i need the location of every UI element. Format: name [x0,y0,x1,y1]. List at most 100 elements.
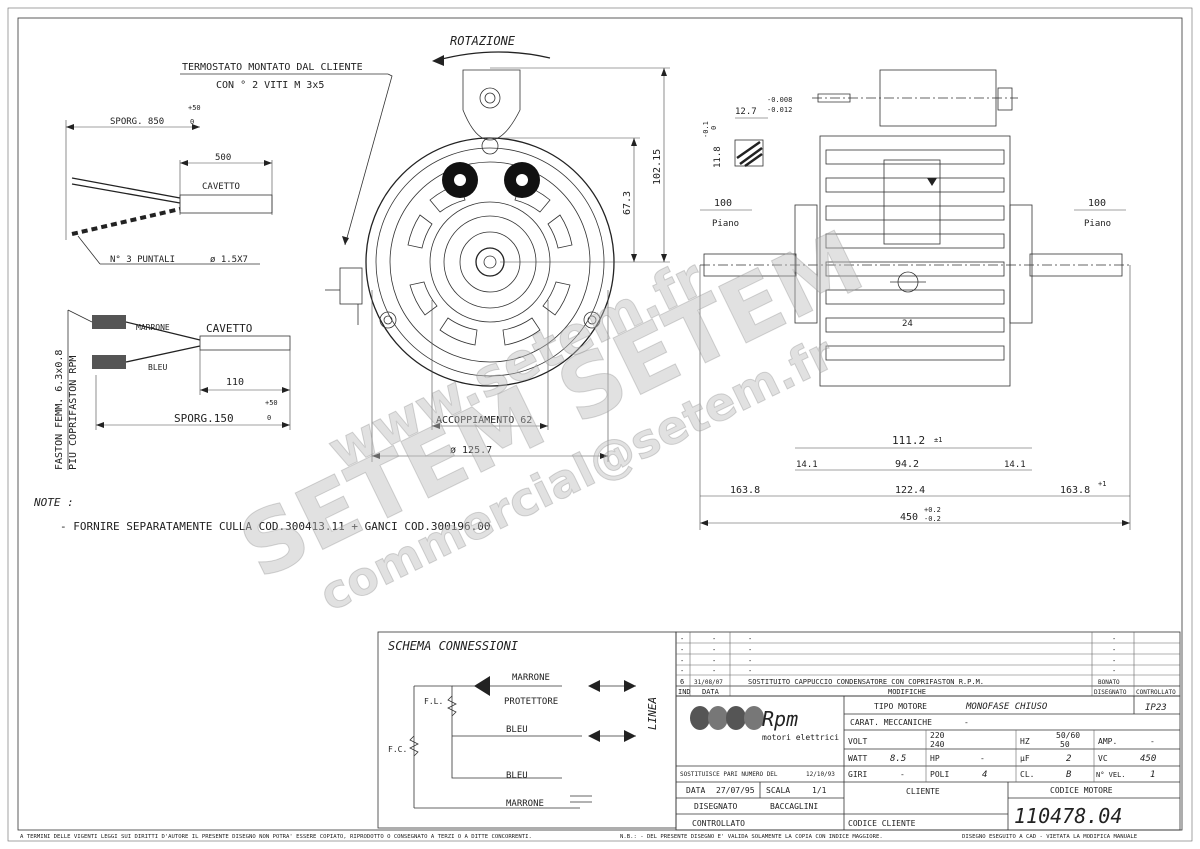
cavetto-label-2: CAVETTO [206,322,252,335]
uf-label: µF [1020,754,1030,763]
rev-dash: - [1112,657,1116,665]
tol-450-a: +0.2 [924,506,941,514]
rev-dash: - [1112,635,1116,643]
tol-zero: 0 [190,118,194,126]
tol-pm1: ±1 [934,436,942,444]
tipo-motore-label: TIPO MOTORE [874,702,927,711]
accoppiamento-dim: ACCOPPIAMENTO 62 [436,415,532,426]
piano-left-label: Piano [712,219,739,229]
ip-rating: IP23 [1145,703,1167,713]
dim-122-4: 122.4 [895,485,925,496]
schema-fc: F.C. [388,745,407,754]
outer-border [7,7,1193,842]
controllato-label: CONTROLLATO [692,819,745,828]
faston-note-2: PIU COPRIFASTON RPM [68,356,79,470]
thermostat-note-2: CON ° 2 VITI M 3x5 [216,80,324,91]
rev-dash: - [712,667,716,675]
rev6-ind: 6 [680,678,684,686]
dim-500: 500 [215,153,231,163]
motor-front-view: ROTAZIONE [325,34,670,462]
poli-label: POLI [930,770,949,779]
rev-dash: - [748,657,752,665]
footer-right: DISEGNO ESEGUITO A CAD - VIETATA LA MODI… [962,834,1138,840]
rev-dash: - [680,657,684,665]
rev-dash: - [680,667,684,675]
note-text: - FORNIRE SEPARATAMENTE CULLA COD.300413… [60,520,490,533]
rev-dash: - [1112,667,1116,675]
rpm-logo: Rpm motori elettrici [690,706,839,742]
scala-label: SCALA [766,786,790,795]
faston-note: FASTON FEMM. 6.3x0.8 [54,350,65,470]
sostituisce-label: SOSTITUISCE PARI NUMERO DEL [680,771,778,778]
tipo-motore-value: MONOFASE CHIUSO [965,702,1048,712]
dia-125-7: ø 125.7 [450,445,492,456]
cable-detail-top: TERMOSTATO MONTATO DAL CLIENTE CON ° 2 V… [65,62,393,265]
note-label: NOTE : [33,496,74,509]
cliente-label: CLIENTE [906,787,940,796]
data-value: 27/07/95 [716,786,755,795]
watermark-setem: SETEM SETEM [225,212,878,599]
logo-text: Rpm [762,707,798,731]
shaft-tol-1: -0.008 [767,96,792,104]
amp-label: AMP. [1098,737,1117,746]
shaft-tol-4: 0 [710,126,718,130]
watermark: www.setem.fr SETEM SETEM commercial@sete… [225,212,879,623]
rev-dash: - [712,657,716,665]
logo-subtitle: motori elettrici [762,733,839,742]
bleu-wire-label: BLEU [148,363,167,372]
schema-protettore: PROTETTORE [504,697,558,707]
hz-value-1: 50/60 [1056,731,1080,740]
dim-110: 110 [226,377,244,388]
volt-value-2: 240 [930,740,945,749]
piano-right-label: Piano [1084,219,1111,229]
codice-cliente-label: CODICE CLIENTE [848,819,916,828]
scala-value: 1/1 [812,786,827,795]
vc-label: VC [1098,754,1108,763]
footer-left: A TERMINI DELLE VIGENTI LEGGI SUI DIRITT… [20,834,532,840]
watt-value: 8.5 [890,754,906,764]
shaft-tol-2: -0.012 [767,106,792,114]
cable-detail-bottom: FASTON FEMM. 6.3x0.8 PIU COPRIFASTON RPM… [54,309,291,470]
dim-67-3: 67.3 [622,191,633,215]
schema-linea: LINEA [646,697,659,730]
rev6-disegnato: BONATO [1098,679,1120,686]
giri-label: GIRI [848,770,867,779]
cavetto-label: CAVETTO [202,182,240,192]
footer-mid: N.B.: - DEL PRESENTE DISEGNO E' VALIDA S… [620,834,883,840]
rev6-data: 31/08/07 [694,679,723,686]
wiring-schema: SCHEMA CONNESSIONI MARRONE PROTETTORE BL… [377,631,677,829]
rev-header-ind: IND [678,688,691,696]
rev-header-modifiche: MODIFICHE [888,688,926,696]
schema-title: SCHEMA CONNESSIONI [388,639,518,653]
codice-motore-value: 110478.04 [1014,804,1122,828]
shaft-dim-11-8: 11.8 [713,146,723,168]
carat-label: CARAT. MECCANICHE [850,718,932,727]
tol-plus50: +50 [265,399,278,407]
dim-14-1-a: 14.1 [796,460,818,470]
tol-450-b: -0.2 [924,515,941,523]
schema-bleu-mid: BLEU [506,725,528,735]
thermostat-note: TERMOSTATO MONTATO DAL CLIENTE [182,62,363,73]
rev-dash: - [748,667,752,675]
dim-102-15: 102.15 [652,149,663,185]
rev-dash: - [680,635,684,643]
rev-dash: - [680,646,684,654]
rev-header-data: DATA [702,688,720,696]
title-block: Rpm motori elettrici SOSTITUISCE PARI NU… [675,695,1181,831]
shaft-tol-3: -0.1 [702,121,710,138]
rev-dash: - [748,635,752,643]
hz-label: HZ [1020,737,1030,746]
volt-value-1: 220 [930,731,945,740]
rev-header-controllato: CONTROLLATO [1136,689,1176,696]
puntali-dia: ø 1.5X7 [210,255,248,265]
rotation-label: ROTAZIONE [450,34,516,48]
uf-value: 2 [1066,754,1071,764]
poli-value: 4 [982,770,987,780]
amp-value: - [1150,737,1155,746]
disegnato-label: DISEGNATO [694,802,738,811]
faston-connector [92,315,126,329]
rev-dash: - [748,646,752,654]
dim-111-2: 111.2 [892,434,925,447]
giri-value: - [900,770,905,779]
